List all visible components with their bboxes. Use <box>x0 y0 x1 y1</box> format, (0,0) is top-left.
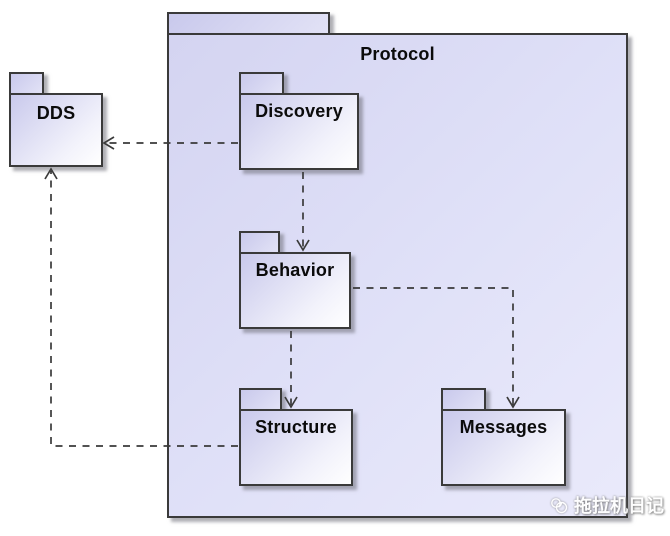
package-structure-label: Structure <box>255 417 337 437</box>
package-behavior: Behavior <box>239 252 351 329</box>
package-discovery-label: Discovery <box>255 101 343 121</box>
package-behavior-tab <box>239 231 280 254</box>
watermark: 拖拉机日记 <box>549 492 664 518</box>
package-protocol-label: Protocol <box>360 44 435 64</box>
package-dds-label: DDS <box>36 103 76 123</box>
package-messages-tab <box>441 388 486 411</box>
watermark-text: 拖拉机日记 <box>574 496 664 516</box>
package-messages: Messages <box>441 409 566 486</box>
package-protocol-tab <box>167 12 330 35</box>
globe-icon <box>551 498 568 514</box>
package-structure: Structure <box>239 409 353 486</box>
package-discovery-tab <box>239 72 284 95</box>
package-structure-tab <box>239 388 282 411</box>
package-behavior-label: Behavior <box>255 260 335 280</box>
package-dds-tab <box>9 72 44 95</box>
package-messages-label: Messages <box>459 417 548 437</box>
package-discovery: Discovery <box>239 93 359 170</box>
package-dds: DDS <box>9 93 103 167</box>
